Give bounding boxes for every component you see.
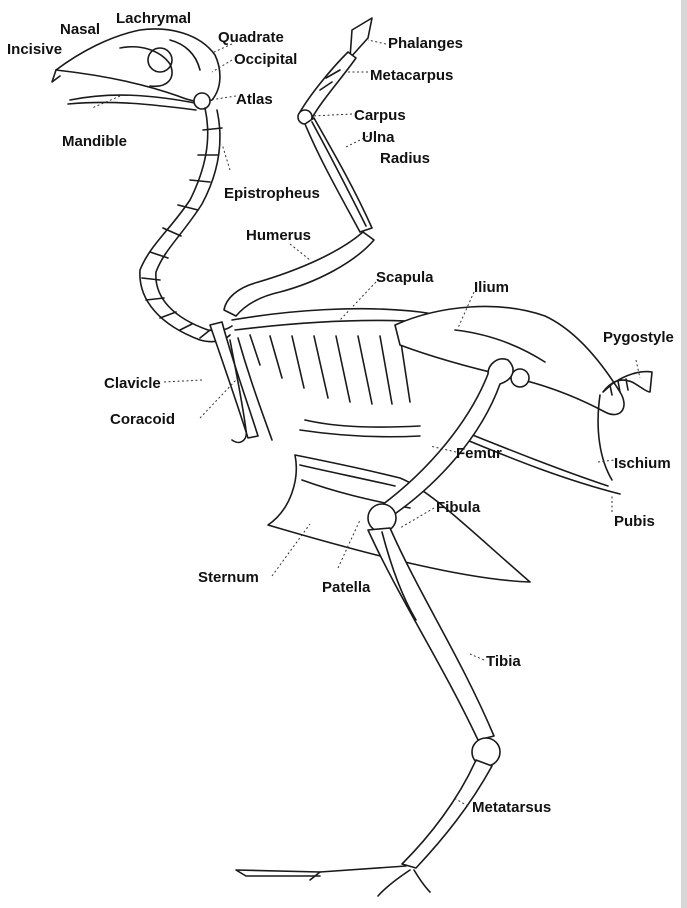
label-clavicle: Clavicle: [104, 375, 161, 392]
label-fibula: Fibula: [436, 499, 481, 516]
label-epistropheus: Epistropheus: [224, 185, 320, 202]
cervical-vertebrae: [140, 108, 232, 342]
label-metacarpus: Metacarpus: [370, 67, 453, 84]
label-coracoid: Coracoid: [110, 411, 175, 428]
label-radius: Radius: [380, 150, 430, 167]
skull: [52, 29, 220, 110]
label-mandible: Mandible: [62, 133, 127, 150]
label-tibia: Tibia: [486, 653, 521, 670]
label-metatarsus: Metatarsus: [472, 799, 551, 816]
labels: Incisive Nasal Lachrymal Quadrate Occipi…: [7, 10, 674, 816]
label-humerus: Humerus: [246, 227, 311, 244]
label-ischium: Ischium: [614, 455, 671, 472]
label-occipital: Occipital: [234, 51, 297, 68]
label-pygostyle: Pygostyle: [603, 329, 674, 346]
label-ulna: Ulna: [362, 129, 395, 146]
label-scapula: Scapula: [376, 269, 434, 286]
label-patella: Patella: [322, 579, 371, 596]
label-pubis: Pubis: [614, 513, 655, 530]
label-atlas: Atlas: [236, 91, 273, 108]
label-incisive: Incisive: [7, 41, 62, 58]
label-lachrymal: Lachrymal: [116, 10, 191, 27]
label-carpus: Carpus: [354, 107, 406, 124]
label-nasal: Nasal: [60, 21, 100, 38]
label-quadrate: Quadrate: [218, 29, 284, 46]
label-phalanges: Phalanges: [388, 35, 463, 52]
label-sternum: Sternum: [198, 569, 259, 586]
label-femur: Femur: [456, 445, 502, 462]
label-ilium: Ilium: [474, 279, 509, 296]
page-edge: [681, 0, 687, 908]
